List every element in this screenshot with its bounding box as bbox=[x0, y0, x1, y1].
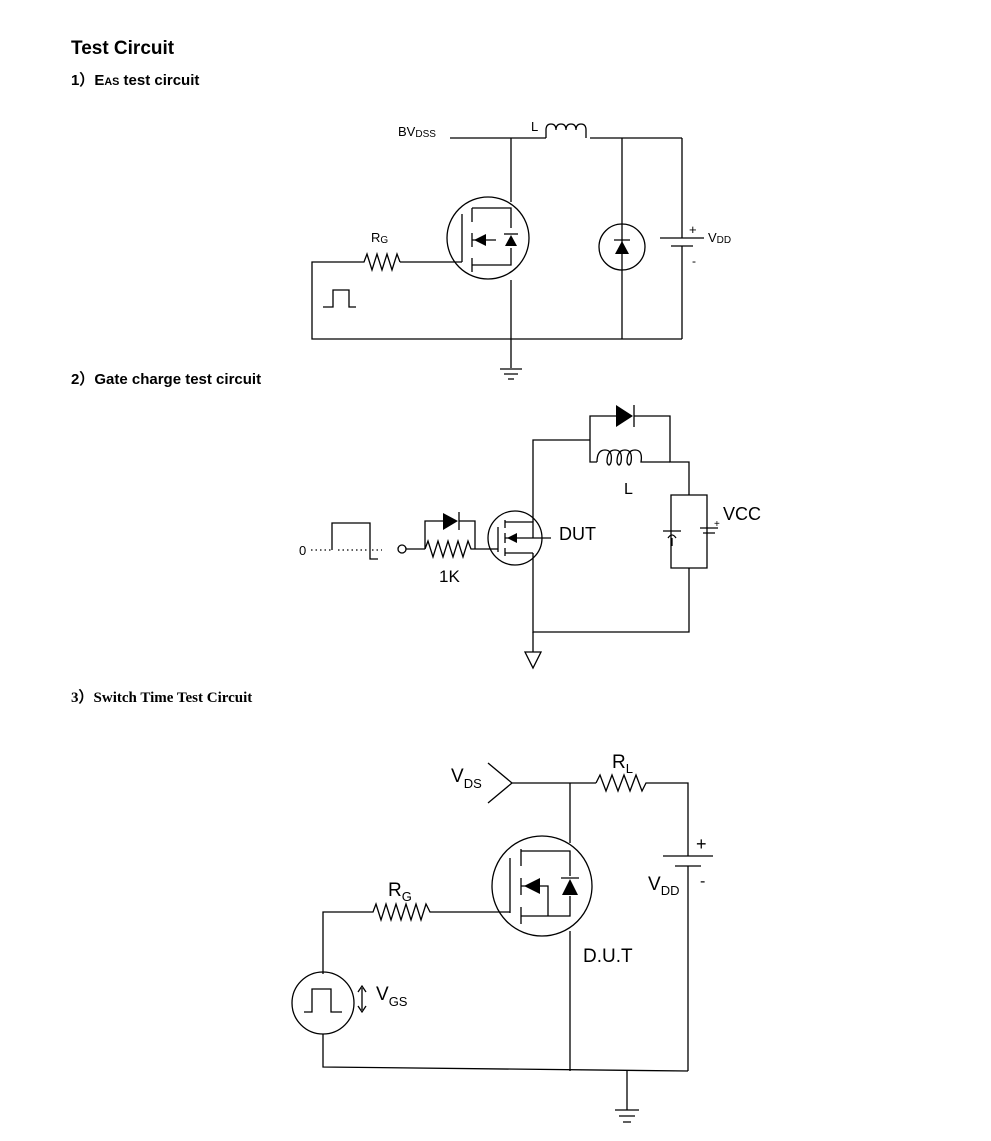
bottom-return-wire bbox=[322, 1034, 689, 1072]
rg-label: RG bbox=[371, 230, 388, 246]
inductor-lead-left bbox=[589, 440, 597, 463]
section-heading-gate-charge: 2）Gate charge test circuit bbox=[71, 368, 261, 389]
vcc-battery-plates bbox=[700, 527, 718, 534]
inductor-symbol bbox=[545, 123, 587, 138]
gate-resistor-1k bbox=[424, 538, 488, 560]
source-return-wire bbox=[532, 553, 690, 633]
vgs-label: VGS bbox=[376, 984, 408, 1009]
section-title-main: E bbox=[94, 72, 105, 89]
gate-pulse-waveform bbox=[331, 522, 378, 560]
section-title-subscript: AS bbox=[104, 76, 120, 88]
gate-diode-loop bbox=[424, 520, 476, 549]
vdd-minus-label: - bbox=[700, 873, 705, 890]
section-number: 1） bbox=[71, 72, 95, 89]
dut-label: D.U.T bbox=[583, 946, 633, 967]
rl-resistor bbox=[595, 773, 689, 856]
page-title: Test Circuit bbox=[71, 38, 175, 59]
inductor-label: L bbox=[624, 481, 633, 498]
vdd-minus-label: - bbox=[692, 254, 696, 268]
vds-terminal-arrow bbox=[487, 762, 514, 804]
vcc-label: VCC bbox=[723, 504, 761, 524]
section-heading-switch-time: 3）Switch Time Test Circuit bbox=[71, 686, 252, 707]
flyback-diode-triangle bbox=[616, 405, 633, 427]
rg-resistor-and-loop bbox=[311, 251, 682, 340]
ground-triangle-icon bbox=[523, 651, 543, 670]
section-title: Gate charge test circuit bbox=[94, 371, 262, 388]
flyback-diode-loop bbox=[589, 415, 671, 440]
section-number: 3） bbox=[71, 690, 94, 706]
eas-test-circuit: BVDSS L RG bbox=[311, 119, 731, 380]
input-terminal bbox=[397, 544, 407, 554]
gate-charge-test-circuit: 0 1K DUT L bbox=[299, 405, 761, 670]
inductor-label: L bbox=[531, 119, 538, 134]
vdd-plus-label: + bbox=[689, 222, 697, 237]
vdd-battery-symbol bbox=[660, 237, 704, 258]
resistor-1k-label: 1K bbox=[439, 567, 460, 586]
capacitor-symbol bbox=[663, 530, 681, 546]
ground-icon bbox=[500, 368, 522, 380]
mosfet-symbol bbox=[446, 196, 530, 280]
vds-label: VDS bbox=[451, 766, 482, 791]
dut-label: DUT bbox=[559, 524, 596, 544]
pulse-generator-symbol bbox=[291, 971, 355, 1035]
vdd-label: VDD bbox=[708, 230, 731, 246]
supply-box bbox=[670, 494, 708, 569]
bvdss-label: BVDSS bbox=[398, 124, 436, 140]
rl-label: RL bbox=[612, 752, 633, 776]
zero-level-label: 0 bbox=[299, 543, 306, 558]
section-number: 2） bbox=[71, 371, 95, 388]
switch-time-test-circuit: VDS RL + VDD - D.U.T RG bbox=[291, 752, 713, 1123]
freewheel-diode-symbol bbox=[598, 223, 646, 271]
gate-diode-triangle bbox=[443, 513, 458, 530]
vdd-plus-label: + bbox=[696, 834, 707, 854]
vdd-label: VDD bbox=[648, 874, 679, 898]
vcc-plus-label: + bbox=[714, 519, 720, 530]
section-title: Switch Time Test Circuit bbox=[93, 690, 253, 706]
inductor-coil bbox=[596, 449, 670, 466]
section-heading-eas: 1）EAS test circuit bbox=[71, 69, 199, 90]
dut-mosfet-symbol bbox=[491, 835, 593, 937]
vgs-arrow-heads bbox=[357, 984, 367, 1014]
ground-icon bbox=[615, 1109, 639, 1123]
section-title-rest: test circuit bbox=[119, 72, 200, 89]
rg-resistor-and-wire bbox=[322, 901, 510, 974]
pulse-source-icon bbox=[323, 289, 356, 308]
drain-wire bbox=[532, 439, 690, 522]
rg-label: RG bbox=[388, 880, 412, 904]
